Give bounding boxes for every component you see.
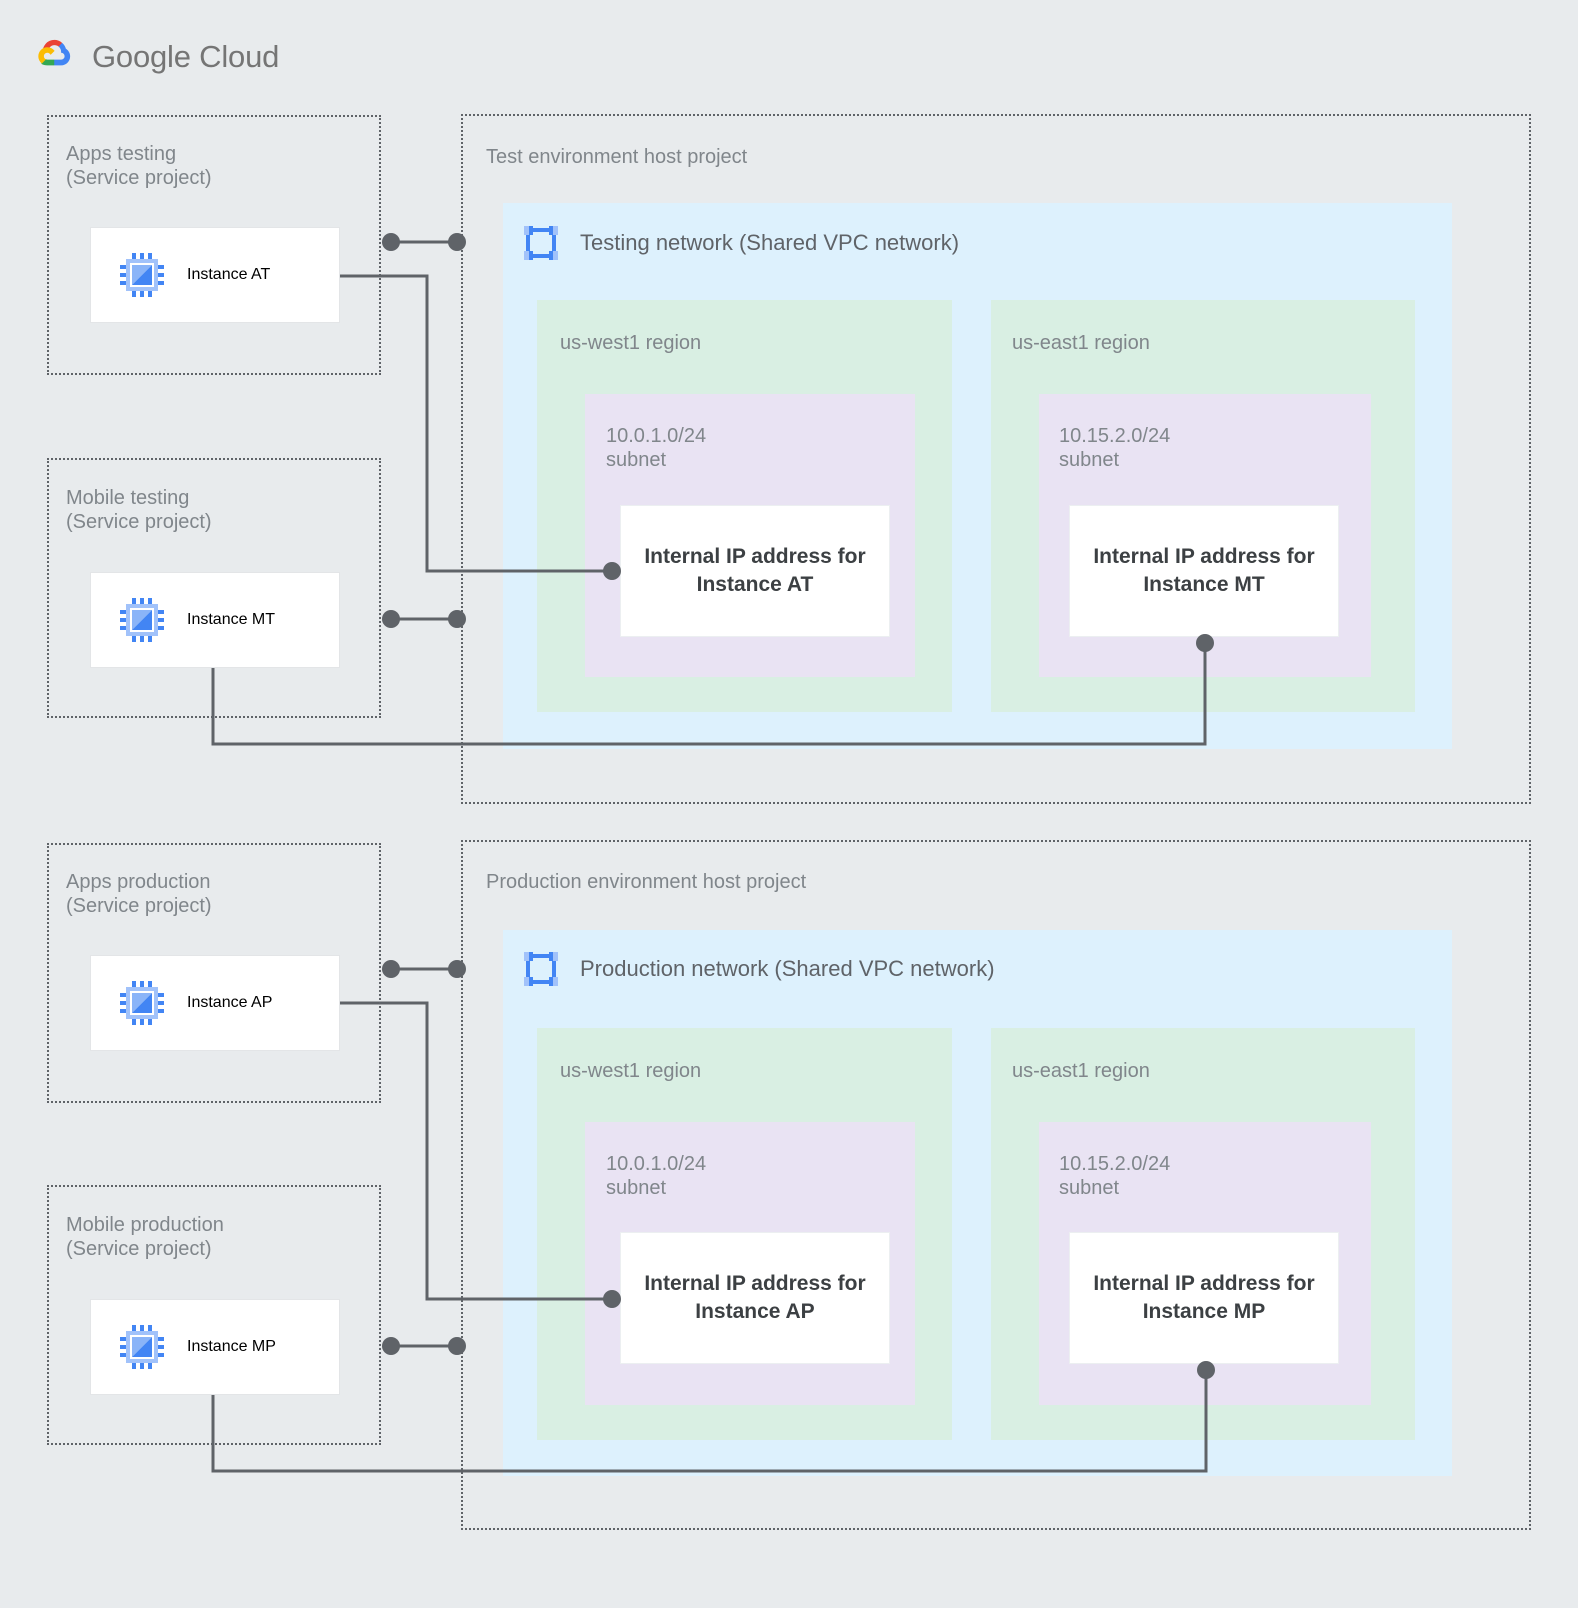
shared-vpc-network-production-header: Production network (Shared VPC network)	[520, 948, 995, 990]
service-project-mobile-testing-label: Mobile testing (Service project)	[66, 487, 212, 534]
vpc-network-icon	[524, 952, 558, 986]
connector-endpoint-dot	[382, 610, 400, 628]
region-test-us-east1-label: us-east1 region	[1012, 332, 1150, 354]
google-cloud-logo: Google Cloud	[32, 34, 279, 80]
subnet-test-us-west1-label: 10.0.1.0/24 subnet	[606, 425, 707, 472]
connector-endpoint-dot	[382, 233, 400, 251]
service-project-apps-production-label: Apps production (Service project)	[66, 871, 212, 918]
instance-card-at[interactable]: Instance AT	[90, 227, 340, 323]
region-test-us-west1-label: us-west1 region	[560, 332, 702, 354]
host-project-test-label: Test environment host project	[486, 146, 748, 168]
internal-ip-box-at: Internal IP address for Instance AT	[620, 505, 890, 637]
instance-card-mt[interactable]: Instance MT	[90, 572, 340, 668]
vm-chip-icon	[120, 253, 164, 297]
connector-endpoint-dot	[382, 1337, 400, 1355]
instance-card-ap[interactable]: Instance AP	[90, 955, 340, 1051]
internal-ip-box-mp: Internal IP address for Instance MP	[1069, 1232, 1339, 1364]
subnet-prod-us-west1-label: 10.0.1.0/24 subnet	[606, 1153, 707, 1200]
shared-vpc-network-testing-title: Testing network (Shared VPC network)	[580, 230, 960, 255]
logo-text: Google Cloud	[92, 39, 280, 74]
vm-chip-icon	[120, 598, 164, 642]
subnet-test-us-east1-label: 10.15.2.0/24 subnet	[1059, 425, 1171, 472]
instance-card-at-label: Instance AT	[187, 266, 271, 283]
shared-vpc-network-testing-header: Testing network (Shared VPC network)	[520, 222, 959, 264]
subnet-prod-us-east1-label: 10.15.2.0/24 subnet	[1059, 1153, 1171, 1200]
host-project-production-label: Production environment host project	[486, 871, 807, 893]
vpc-network-icon	[524, 226, 558, 260]
internal-ip-box-mt: Internal IP address for Instance MT	[1069, 505, 1339, 637]
vm-chip-icon	[120, 981, 164, 1025]
vm-chip-icon	[120, 1325, 164, 1369]
instance-card-ap-label: Instance AP	[187, 994, 273, 1011]
instance-card-mp-label: Instance MP	[187, 1338, 276, 1355]
instance-card-mt-label: Instance MT	[187, 611, 276, 628]
internal-ip-box-ap: Internal IP address for Instance AP	[620, 1232, 890, 1364]
service-project-apps-testing	[47, 115, 381, 375]
shared-vpc-network-production-title: Production network (Shared VPC network)	[580, 956, 995, 981]
region-prod-us-east1-label: us-east1 region	[1012, 1060, 1150, 1082]
service-project-apps-testing-label: Apps testing (Service project)	[66, 143, 212, 190]
service-project-mobile-production-label: Mobile production (Service project)	[66, 1214, 224, 1261]
service-project-apps-production	[47, 843, 381, 1103]
instance-card-mp[interactable]: Instance MP	[90, 1299, 340, 1395]
cloud-logo-icon	[38, 39, 71, 66]
connector-endpoint-dot	[382, 960, 400, 978]
region-prod-us-west1-label: us-west1 region	[560, 1060, 702, 1082]
